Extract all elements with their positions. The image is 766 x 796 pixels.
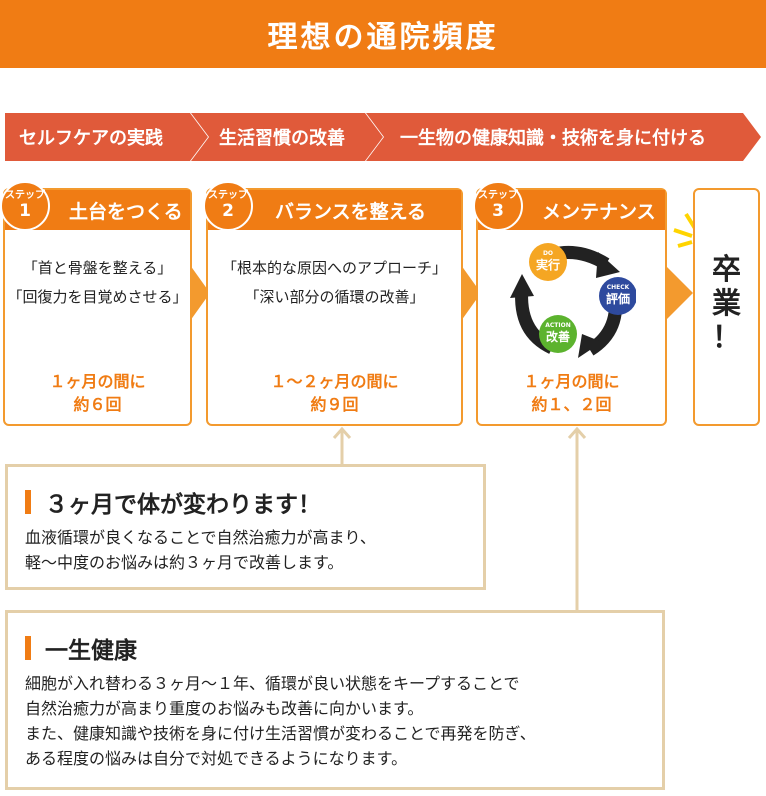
arrow-right-icon: [461, 265, 481, 321]
info2-heading-text: 一生健康: [45, 638, 137, 664]
step2-description: 「根本的な原因へのアプローチ」 「深い部分の循環の改善」: [208, 254, 461, 312]
step-badge-label: ステップ: [5, 190, 45, 201]
step1-description: 「首と骨盤を整える」 「回復力を目覚めさせる」: [5, 254, 190, 312]
action-jp-label: 改善: [546, 329, 570, 344]
info1-heading: ３ヶ月で体が変わります！: [25, 485, 321, 519]
heading-accent-bar: [25, 636, 31, 660]
phase-lifestyle: 生活習慣の改善: [191, 113, 383, 161]
info1-body: 血液循環が良くなることで自然治癒力が高まり、 軽～中度のお悩みは約３ヶ月で改善し…: [25, 525, 376, 575]
step1-frequency: １ヶ月の間に 約６回: [5, 370, 190, 416]
arrow-right-icon: [190, 265, 210, 321]
do-en-label: DO: [543, 250, 553, 257]
step1-line: 「回復力を目覚めさせる」: [7, 288, 188, 306]
connector-step3: [567, 426, 587, 612]
check-jp-label: 評価: [606, 291, 630, 306]
info2-body: 細胞が入れ替わる３ヶ月～１年、循環が良い状態をキープすることで 自然治癒力が高ま…: [25, 671, 536, 771]
do-jp-label: 実行: [536, 257, 560, 272]
phase-chevron-shape: [5, 113, 208, 161]
phase-chevron-shape: [191, 113, 383, 161]
step-badge-number: 3: [492, 201, 504, 221]
step2-badge: ステップ 2: [203, 181, 253, 231]
do-circle: DO 実行: [529, 243, 567, 281]
info1-line: 血液循環が良くなることで自然治癒力が高まり、: [25, 528, 376, 547]
phase-lifelong: 一生物の健康知識・技術を身に付ける: [366, 113, 761, 161]
step3-box: メンテナンス DO 実行 CHECK 評価 ACTION 改善 １ヶ月の間に 約…: [476, 188, 667, 426]
step-badge-label: ステップ: [208, 190, 248, 201]
step3-freq-line: １ヶ月の間に: [523, 372, 620, 391]
action-en-label: ACTION: [545, 322, 571, 329]
step3-title: メンテナンス: [542, 200, 656, 223]
step2-title: バランスを整える: [275, 200, 427, 223]
info2-line: 細胞が入れ替わる３ヶ月～１年、循環が良い状態をキープすることで: [25, 674, 520, 693]
step3-badge: ステップ 3: [473, 181, 523, 231]
step2-freq-line: １～２ヶ月の間に: [270, 372, 399, 391]
check-en-label: CHECK: [607, 284, 630, 291]
heading-accent-bar: [25, 490, 31, 514]
phase-selfcare: セルフケアの実践: [5, 113, 208, 161]
arrow-right-icon: [665, 265, 693, 321]
info2-heading: 一生健康: [25, 631, 137, 665]
info2-line: また、健康知識や技術を身に付け生活習慣が変わることで再発を防ぎ、: [25, 724, 536, 743]
phase-label: 生活習慣の改善: [219, 128, 345, 149]
step1-freq-count: 約６回: [73, 395, 122, 414]
action-circle: ACTION 改善: [539, 315, 577, 353]
graduation-char: ！: [711, 320, 741, 354]
step3-frequency: １ヶ月の間に 約１、２回: [478, 370, 665, 416]
step-badge-number: 1: [19, 201, 31, 221]
step1-line: 「首と骨盤を整える」: [22, 259, 173, 277]
step2-frequency: １～２ヶ月の間に 約９回: [208, 370, 461, 416]
graduation-box: 卒 業 ！: [693, 188, 760, 426]
pdca-cycle-diagram: DO 実行 CHECK 評価 ACTION 改善: [510, 243, 636, 358]
step2-line: 「根本的な原因へのアプローチ」: [221, 259, 447, 277]
title-banner: 理想の通院頻度: [0, 0, 766, 68]
graduation-text: 卒 業 ！: [695, 252, 758, 354]
phase-chevron-shape: [366, 113, 761, 161]
phase-label: 一生物の健康知識・技術を身に付ける: [400, 128, 706, 149]
step1-badge: ステップ 1: [0, 181, 50, 231]
info1-heading-text: ３ヶ月で体が変わります！: [45, 492, 321, 518]
graduation-char: 業: [711, 286, 741, 320]
info2-line: 自然治癒力が高まり重度のお悩みも改善に向かいます。: [25, 699, 424, 718]
step1-freq-line: １ヶ月の間に: [49, 372, 146, 391]
step2-line: 「深い部分の循環の改善」: [244, 288, 425, 306]
connector-step2: [332, 426, 352, 466]
step1-title: 土台をつくる: [69, 200, 183, 223]
step-badge-number: 2: [222, 201, 234, 221]
step3-freq-count: 約１、２回: [531, 395, 612, 414]
graduation-char: 卒: [711, 252, 741, 286]
info-box-three-months: ３ヶ月で体が変わります！ 血液循環が良くなることで自然治癒力が高まり、 軽～中度…: [5, 464, 486, 590]
step-badge-label: ステップ: [478, 190, 518, 201]
step2-freq-count: 約９回: [310, 395, 359, 414]
phase-label: セルフケアの実践: [19, 128, 163, 149]
page-title: 理想の通院頻度: [267, 20, 499, 55]
info1-line: 軽～中度のお悩みは約３ヶ月で改善します。: [25, 553, 344, 572]
info-box-lifelong-health: 一生健康 細胞が入れ替わる３ヶ月～１年、循環が良い状態をキープすることで 自然治…: [5, 610, 665, 790]
info2-line: ある程度の悩みは自分で対処できるようになります。: [25, 749, 408, 768]
check-circle: CHECK 評価: [599, 277, 636, 315]
